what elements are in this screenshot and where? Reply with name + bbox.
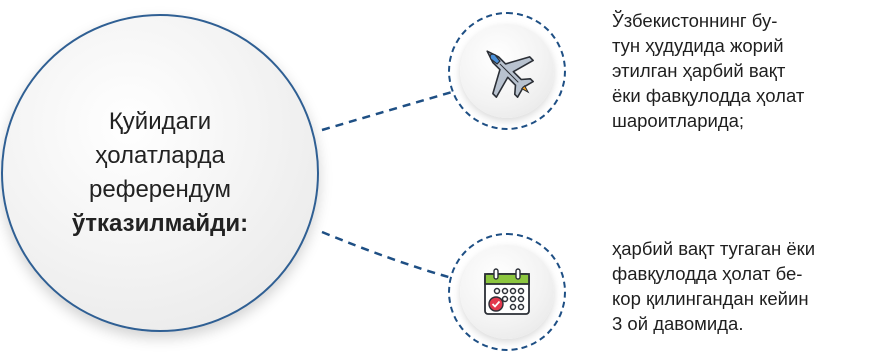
main-line-2: ҳолатларда (95, 142, 225, 169)
description-top: Ўзбекистоннинг бу- тун ҳудудида жорий эт… (612, 8, 804, 133)
desc-bottom-line-3: кор қилингандан кейин (612, 288, 809, 309)
desc-top-line-4: ёки фавқулодда ҳолат (612, 85, 805, 106)
desc-top-line-1: Ўзбекистоннинг бу- (612, 10, 778, 31)
main-emphasis: ўтказилмайди: (71, 210, 249, 237)
desc-top-line-2: тун ҳудудида жорий (612, 35, 784, 56)
desc-top-line-5: шароитларида; (612, 110, 745, 131)
desc-top-line-3: этилган ҳарбий вақт (612, 60, 786, 81)
main-circle: Қуйидаги ҳолатларда референдум ўтказилма… (1, 14, 319, 332)
desc-bottom-line-4: 3 ой давомида. (612, 313, 744, 334)
main-line-1: Қуйидаги (108, 108, 212, 135)
icon-inner-bottom (460, 245, 554, 339)
main-line-3: референдум (89, 176, 231, 203)
desc-bottom-line-1: ҳарбий вақт тугаган ёки (612, 238, 816, 259)
icon-ring-bottom (448, 233, 566, 351)
desc-bottom-line-2: фавқулодда ҳолат бе- (612, 263, 803, 284)
fighter-jet-icon (486, 50, 534, 98)
icon-inner-top (460, 24, 554, 118)
calendar-icon (484, 268, 530, 315)
description-bottom: ҳарбий вақт тугаган ёки фавқулодда ҳолат… (612, 236, 815, 336)
icon-ring-top (448, 12, 566, 130)
main-heading: Қуйидаги ҳолатларда референдум ўтказилма… (72, 105, 248, 241)
